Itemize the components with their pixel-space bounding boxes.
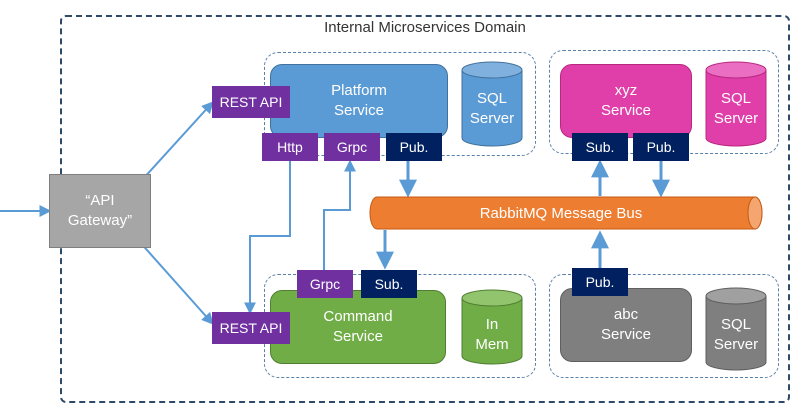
- grpc-command-to-platform-connector: [323, 159, 356, 270]
- rest-api-bottom-tag: REST API: [212, 312, 290, 344]
- command-db-icon: [461, 289, 523, 365]
- sub-xyz-tag: Sub.: [572, 133, 628, 161]
- pub-xyz-tag: Pub.: [633, 133, 689, 161]
- message-bus-icon: [369, 196, 763, 230]
- rest-api-top-tag: REST API: [212, 86, 290, 118]
- message-bus-label: RabbitMQ Message Bus: [479, 204, 643, 222]
- pub-abc-tag: Pub.: [572, 268, 628, 296]
- command-service: Command Service: [270, 290, 446, 364]
- pub-platform-tag: Pub.: [386, 133, 442, 161]
- xyz-db-label: SQL Server: [713, 90, 759, 127]
- sub-command-tag: Sub.: [361, 270, 417, 298]
- abc-service: abc Service: [560, 288, 692, 362]
- platform-db-icon: [461, 61, 523, 147]
- xyz-db-icon: [705, 61, 767, 147]
- grpc-platform-tag: Grpc: [324, 133, 380, 161]
- abc-db-label: SQL Server: [713, 316, 759, 353]
- domain-title: Internal Microservices Domain: [324, 19, 526, 36]
- http-tag: Http: [262, 133, 318, 161]
- grpc-command-tag: Grpc: [297, 270, 353, 298]
- api-gateway: “API Gateway”: [49, 174, 151, 248]
- abc-group: [549, 274, 779, 378]
- command-db-label: In Mem: [475, 316, 509, 353]
- xyz-service: xyz Service: [560, 64, 692, 138]
- platform-db-label: SQL Server: [469, 90, 515, 127]
- abc-db-icon: [705, 287, 767, 371]
- http-to-command-connector: [244, 160, 291, 315]
- platform-service: Platform Service: [270, 64, 448, 138]
